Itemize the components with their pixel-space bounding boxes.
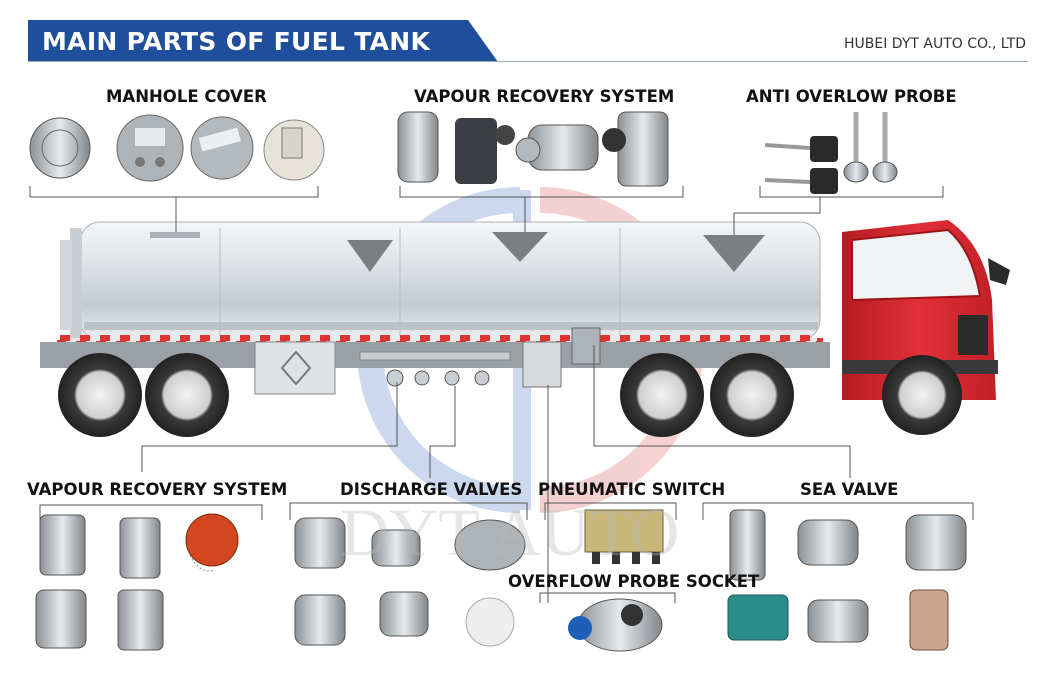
vapour-recovery-top-parts: [397, 111, 669, 187]
label-vapour-recovery-bottom: VAPOUR RECOVERY SYSTEM: [27, 480, 288, 499]
manhole-cover-parts: [29, 114, 325, 182]
pneumatic-switch-part: [584, 509, 664, 564]
label-pneumatic-switch: PNEUMATIC SWITCH: [538, 480, 726, 499]
header-divider: [28, 61, 1028, 62]
label-manhole-cover: MANHOLE COVER: [106, 87, 267, 106]
sea-valve-parts: [727, 509, 967, 651]
discharge-valve-parts: [294, 517, 526, 647]
label-anti-overflow-probe: ANTI OVERLOW PROBE: [746, 87, 957, 106]
tank-body: [60, 221, 821, 341]
chassis: [40, 327, 830, 395]
page-title: MAIN PARTS OF FUEL TANK: [42, 27, 431, 56]
title-banner-shape: [28, 20, 498, 62]
vapour-recovery-bottom-parts: [35, 513, 239, 651]
trailer-wheels: [58, 353, 794, 437]
company-name: HUBEI DYT AUTO CO., LTD: [844, 36, 1026, 52]
title-banner: MAIN PARTS OF FUEL TANK: [28, 20, 498, 62]
watermark-text: DYT AUTO: [340, 494, 679, 570]
truck-cab: [842, 220, 1010, 435]
anti-overflow-probe-parts: [764, 112, 898, 194]
label-overflow-probe-socket: OVERFLOW PROBE SOCKET: [508, 572, 760, 591]
leader-lines: [29, 186, 974, 603]
overflow-probe-socket-part: [568, 598, 663, 652]
label-vapour-recovery-top: VAPOUR RECOVERY SYSTEM: [414, 87, 675, 106]
tank-sumps: [347, 232, 765, 272]
label-discharge-valves: DISCHARGE VALVES: [340, 480, 523, 499]
label-sea-valve: SEA VALVE: [800, 480, 899, 499]
